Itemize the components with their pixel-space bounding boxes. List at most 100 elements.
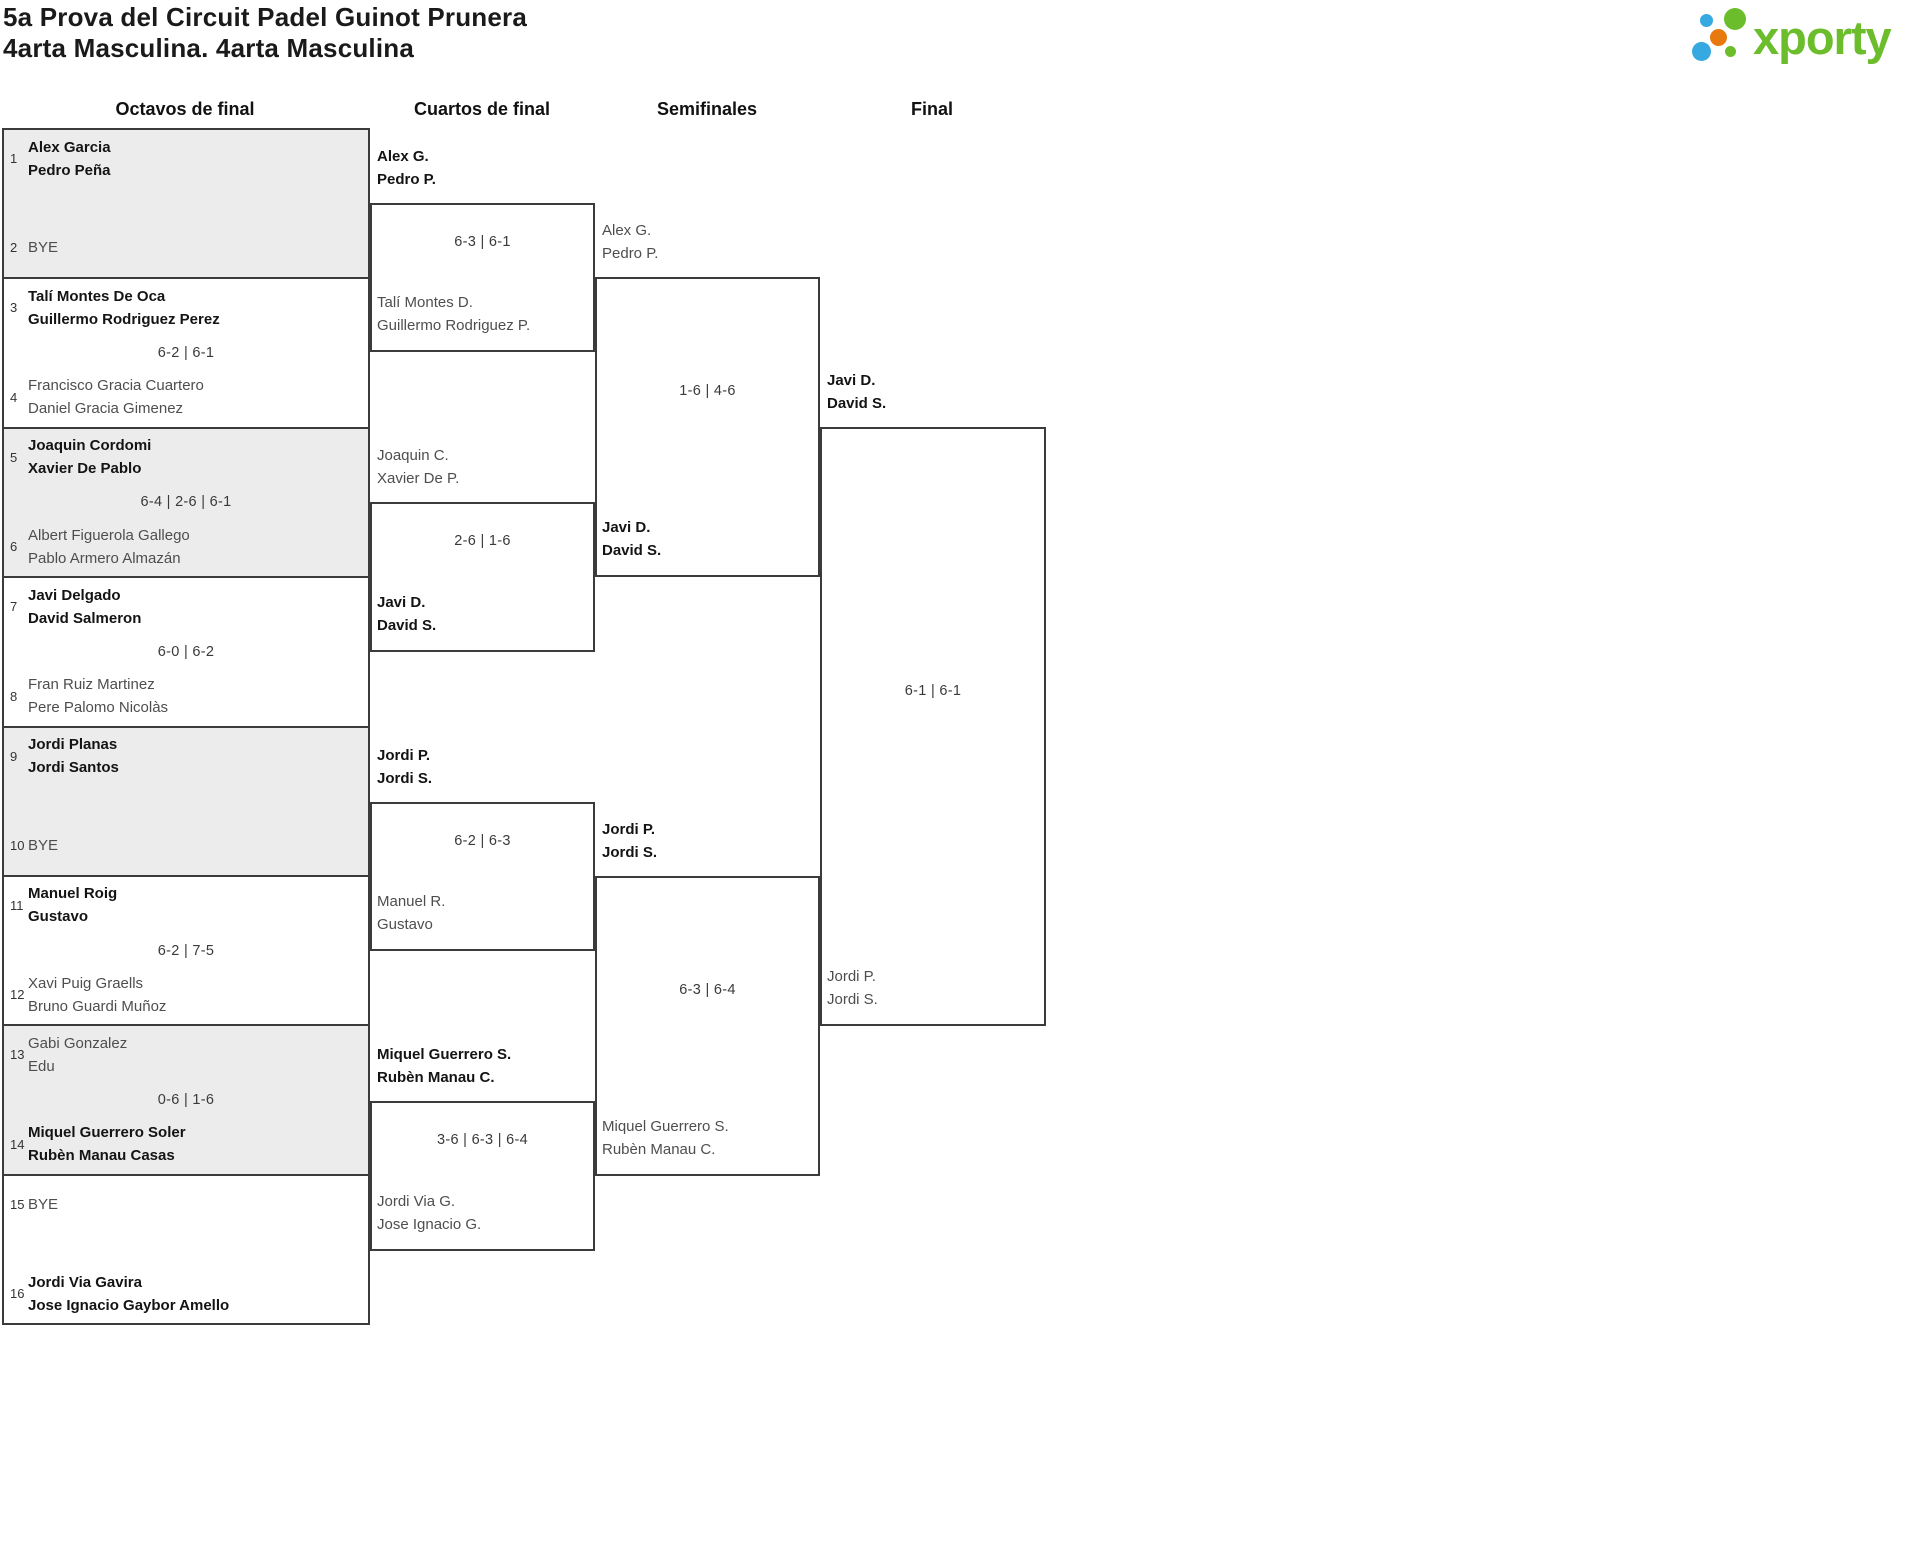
player-name: Francisco Gracia Cuartero (28, 377, 204, 395)
logo-dot-orange (1710, 29, 1727, 46)
team-name: BYE (28, 834, 58, 857)
team-name: Gabi Gonzalez Edu (28, 1032, 127, 1078)
team-name: Xavi Puig Graells Bruno Guardi Muñoz (28, 972, 166, 1018)
seed-number: 10 (10, 837, 25, 853)
match-score: 1-6 | 4-6 (679, 383, 736, 399)
match-score: 2-6 | 1-6 (454, 533, 511, 549)
team-slot: 2 BYE (10, 224, 362, 271)
team-name: BYE (28, 1193, 58, 1216)
team-name: Alex G. Pedro P. (377, 145, 436, 191)
match-sf-2: Jordi P. Jordi S. 6-3 | 6-4 Miquel Guerr… (595, 821, 820, 1176)
player-name: Jordi P. (377, 747, 431, 764)
player-name: Manuel Roig (28, 885, 118, 903)
match-qf-2: Joaquin C. Xavier De P. 2-6 | 1-6 Javi D… (370, 447, 595, 652)
match-score: 0-6 | 1-6 (157, 1091, 215, 1108)
player-name: Pablo Armero Almazán (28, 549, 181, 567)
player-name: David S. (377, 617, 437, 634)
logo-dot-blue-large (1692, 42, 1711, 61)
match-score: 3-6 | 6-3 | 6-4 (436, 1132, 529, 1148)
player-name: Joaquin Cordomi (28, 437, 152, 455)
player-name: Alex G. (602, 222, 652, 239)
player-name: Edu (28, 1057, 55, 1075)
team-slot: 12 Xavi Puig Graells Bruno Guardi Muñoz (10, 971, 362, 1018)
category-name: 4arta Masculina. 4arta Masculina (3, 33, 415, 63)
match-r16-7: 13 Gabi Gonzalez Edu 0-6 | 1-6 14 Miquel… (4, 1026, 368, 1176)
player-name: David Salmeron (28, 609, 142, 627)
player-name: Rubèn Manau C. (377, 1069, 495, 1086)
player-name: Guillermo Rodriguez P. (377, 317, 531, 334)
team-name: Javi D. David S. (602, 516, 661, 562)
logo-dot-blue-small (1700, 14, 1713, 27)
player-name: Rubèn Manau C. (602, 1141, 716, 1158)
match-score: 6-4 | 2-6 | 6-1 (140, 494, 232, 511)
team-name: Alex G. Pedro P. (602, 219, 658, 265)
player-name: Jose Ignacio G. (377, 1216, 482, 1233)
team-name: Joaquin Cordomi Xavier De Pablo (28, 434, 151, 480)
seed-number: 11 (10, 897, 24, 913)
player-name: Jordi Planas (28, 736, 118, 753)
bye-label: BYE (28, 1195, 59, 1213)
match-score: 6-0 | 6-2 (157, 643, 215, 660)
bye-label: BYE (28, 239, 59, 257)
player-name: Daniel Gracia Gimenez (28, 400, 184, 418)
seed-number: 15 (10, 1196, 25, 1212)
player-name: Miquel Guerrero S. (377, 1046, 512, 1063)
seed-number: 16 (10, 1286, 25, 1301)
player-name: Javi D. (377, 594, 426, 611)
seed-number: 2 (10, 240, 18, 256)
team-name: Jordi Planas Jordi Santos (28, 733, 119, 779)
player-name: Pedro Peña (28, 161, 111, 179)
match-final: Javi D. David S. 6-1 | 6-1 Jordi P. Jord… (820, 372, 1046, 1026)
player-name: Xavi Puig Graells (28, 974, 144, 992)
page-title: 5a Prova del Circuit Padel Guinot Pruner… (3, 2, 527, 64)
match-r16-2: 3 Talí Montes De Oca Guillermo Rodriguez… (4, 279, 368, 429)
match-qf-1: Alex G. Pedro P. 6-3 | 6-1 Talí Montes D… (370, 148, 595, 352)
match-score: 6-3 | 6-1 (454, 233, 511, 250)
player-name: Jordi S. (827, 991, 878, 1008)
seed-number: 6 (10, 539, 18, 555)
player-name: David S. (827, 395, 887, 412)
team-slot: 11 Manuel Roig Gustavo (10, 882, 362, 929)
match-r16-5: 9 Jordi Planas Jordi Santos 10 BYE (4, 727, 368, 877)
team-name: Jordi Via G. Jose Ignacio G. (377, 1190, 481, 1236)
bye-label: BYE (28, 836, 59, 854)
team-name: Miquel Guerrero S. Rubèn Manau C. (377, 1043, 511, 1089)
logo-wordmark: xporty (1753, 11, 1892, 64)
column-header-quarterfinals: Cuartos de final (413, 99, 551, 119)
player-name: Jordi S. (377, 770, 433, 787)
match-score: 6-1 | 6-1 (904, 682, 962, 699)
team-name: Jordi Via Gavira Jose Ignacio Gaybor Ame… (28, 1271, 229, 1317)
team-name: Miquel Guerrero S. Rubèn Manau C. (602, 1115, 729, 1161)
team-slot: 4 Francisco Gracia Cuartero Daniel Graci… (10, 374, 362, 421)
team-name: Javi Delgado David Salmeron (28, 584, 141, 630)
team-name: Albert Figuerola Gallego Pablo Armero Al… (28, 524, 190, 570)
team-name: Javi D. David S. (827, 369, 886, 415)
team-name: Fran Ruiz Martinez Pere Palomo Nicolàs (28, 673, 168, 719)
team-slot: 7 Javi Delgado David Salmeron (10, 583, 362, 630)
player-name: Albert Figuerola Gallego (28, 526, 190, 544)
round-of-16-column: 1 Alex Garcia Pedro Peña 2 BYE 3 Talí Mo… (2, 128, 370, 1325)
team-slot: 16 Jordi Via Gavira Jose Ignacio Gaybor … (10, 1270, 362, 1317)
match-r16-1: 1 Alex Garcia Pedro Peña 2 BYE (4, 130, 368, 280)
player-name: Guillermo Rodriguez Perez (28, 310, 220, 328)
team-name: Francisco Gracia Cuartero Daniel Gracia … (28, 374, 204, 420)
player-name: Xavier De P. (377, 470, 460, 487)
team-name: Talí Montes D. Guillermo Rodriguez P. (377, 291, 530, 337)
player-name: David S. (602, 542, 662, 559)
match-score: 6-2 | 7-5 (157, 942, 215, 959)
match-score: 6-2 | 6-1 (157, 345, 215, 362)
team-name: Talí Montes De Oca Guillermo Rodriguez P… (28, 285, 220, 331)
team-name: Jordi P. Jordi S. (377, 744, 432, 790)
seed-number: 1 (10, 151, 18, 166)
team-slot: 15 BYE (10, 1181, 362, 1228)
player-name: Rubèn Manau Casas (28, 1147, 175, 1165)
player-name: Jordi Via G. (377, 1193, 456, 1210)
match-score: 6-2 | 6-3 (454, 832, 511, 849)
match-r16-8: 15 BYE 16 Jordi Via Gavira Jose Ignacio … (4, 1175, 368, 1323)
player-name: Manuel R. (377, 893, 446, 910)
seed-number: 12 (10, 987, 25, 1003)
team-slot: 5 Joaquin Cordomi Xavier De Pablo (10, 434, 362, 481)
match-r16-3: 5 Joaquin Cordomi Xavier De Pablo 6-4 | … (4, 428, 368, 579)
team-name: Jordi P. Jordi S. (602, 818, 657, 864)
player-name: Jordi P. (602, 821, 656, 838)
